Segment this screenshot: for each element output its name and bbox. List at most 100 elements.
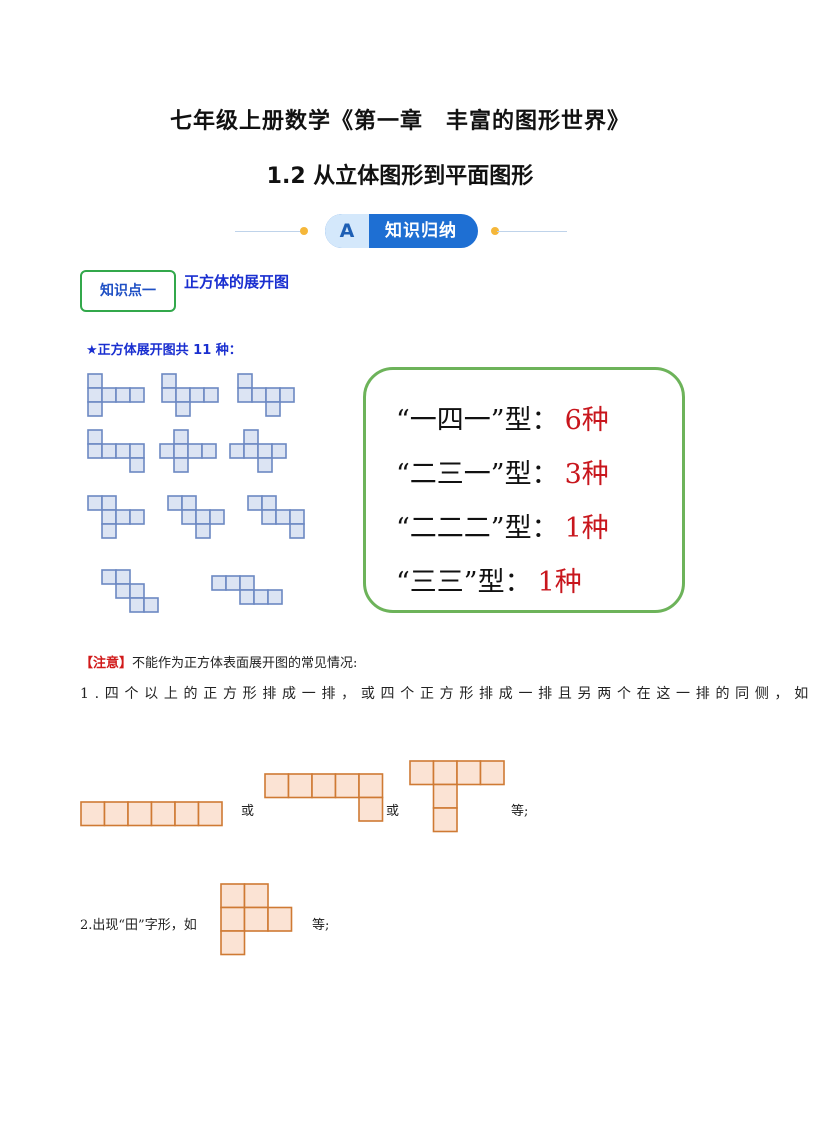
- invalid-net-square: [220, 906, 246, 932]
- invalid-net-square: [432, 760, 458, 786]
- invalid-net-square: [243, 906, 269, 932]
- banner-left-dot: [300, 227, 308, 235]
- type-row: “一四一”型：6种: [396, 398, 609, 437]
- invalid-net-square: [267, 906, 293, 932]
- type-count: 3种: [564, 459, 609, 490]
- cube-net: [237, 373, 295, 417]
- invalid-net-square: [287, 773, 313, 799]
- net-square: [129, 509, 145, 525]
- invalid-net-square: [432, 783, 458, 809]
- type-label: “三三”型：: [396, 567, 532, 598]
- net-square: [229, 443, 245, 459]
- net-square: [87, 387, 103, 403]
- net-square: [189, 387, 205, 403]
- invalid-net-square: [174, 801, 200, 827]
- net-square: [289, 509, 305, 525]
- cube-net: [87, 429, 145, 473]
- net-square: [173, 429, 189, 445]
- net-square: [257, 443, 273, 459]
- type-row: “二三一”型：3种: [396, 452, 609, 491]
- net-square: [101, 509, 117, 525]
- invalid-net-square: [80, 801, 106, 827]
- invalid-net-square: [358, 796, 384, 822]
- net-square: [129, 597, 145, 613]
- net-square: [239, 589, 255, 605]
- net-square: [129, 583, 145, 599]
- net-square: [143, 597, 159, 613]
- net-square: [253, 589, 269, 605]
- invalid-net-square: [456, 760, 482, 786]
- note-tag: 【注意】: [80, 656, 133, 671]
- type-count: 1种: [537, 567, 582, 598]
- net-square: [251, 387, 267, 403]
- invalid-net-square: [103, 801, 129, 827]
- net-square: [243, 443, 259, 459]
- invalid-net-square: [220, 930, 246, 956]
- invalid-net-five-row: [264, 773, 384, 822]
- cube-net: [229, 429, 287, 473]
- banner-right-dot: [491, 227, 499, 235]
- net-square: [261, 495, 277, 511]
- type-label: “二三一”型：: [396, 459, 559, 490]
- type-row: “二二二”型：1种: [396, 506, 609, 545]
- net-square: [115, 569, 131, 585]
- invalid-net-square: [311, 773, 337, 799]
- net-square: [267, 589, 283, 605]
- page-title: 七年级上册数学《第一章 丰富的图形世界》: [169, 109, 630, 134]
- net-square: [275, 509, 291, 525]
- note-line: 【注意】不能作为正方体表面展开图的常见情况:: [80, 652, 357, 671]
- type-label: “二二二”型：: [396, 513, 559, 544]
- net-square: [167, 495, 183, 511]
- cube-net: [87, 373, 145, 417]
- net-square: [289, 523, 305, 539]
- net-square: [159, 443, 175, 459]
- net-square: [115, 443, 131, 459]
- invalid-net-square: [127, 801, 153, 827]
- net-square: [115, 509, 131, 525]
- net-square: [239, 575, 255, 591]
- cube-net: [87, 495, 145, 539]
- banner-label: 知识归纳: [385, 221, 457, 241]
- net-square: [195, 509, 211, 525]
- net-square: [101, 443, 117, 459]
- cube-net: [211, 575, 283, 605]
- net-square: [237, 373, 253, 389]
- net-square: [247, 495, 263, 511]
- or-text: 或: [241, 804, 255, 819]
- net-square: [175, 401, 191, 417]
- or-text: 或: [386, 804, 400, 819]
- section-banner: A 知识归纳: [325, 214, 478, 248]
- net-square: [271, 443, 287, 459]
- net-square: [173, 457, 189, 473]
- net-square: [257, 457, 273, 473]
- cube-net: [159, 429, 217, 473]
- net-square: [265, 401, 281, 417]
- net-square: [225, 575, 241, 591]
- net-square: [161, 373, 177, 389]
- banner-right-line: [497, 231, 567, 232]
- invalid-net-square: [264, 773, 290, 799]
- invalid-net-square: [197, 801, 223, 827]
- net-square: [203, 387, 219, 403]
- type-count: 6种: [564, 405, 609, 436]
- net-square: [161, 387, 177, 403]
- summary-line: ★正方体展开图共 11 种：: [86, 343, 242, 358]
- net-square: [87, 495, 103, 511]
- net-square: [115, 583, 131, 599]
- invalid-net-four-row: [409, 760, 505, 833]
- net-square: [181, 509, 197, 525]
- invalid-net-square: [150, 801, 176, 827]
- cube-net: [167, 495, 225, 539]
- rule-2-text: 2.出现“田”字形，如: [80, 918, 197, 933]
- net-square: [101, 495, 117, 511]
- type-label: “一四一”型：: [396, 405, 559, 436]
- net-square: [209, 509, 225, 525]
- type-row: “三三”型：1种: [396, 560, 582, 599]
- rule-1-text: 1.四个以上的正方形排成一排，或四个正方形排成一排且另两个在这一排的同侧，如: [80, 686, 814, 702]
- net-square: [279, 387, 295, 403]
- etc-text: 等;: [511, 804, 529, 819]
- cube-net: [247, 495, 305, 539]
- invalid-net-square: [358, 773, 384, 799]
- knowledge-point-title: 正方体的展开图: [184, 273, 290, 291]
- invalid-net-square: [334, 773, 360, 799]
